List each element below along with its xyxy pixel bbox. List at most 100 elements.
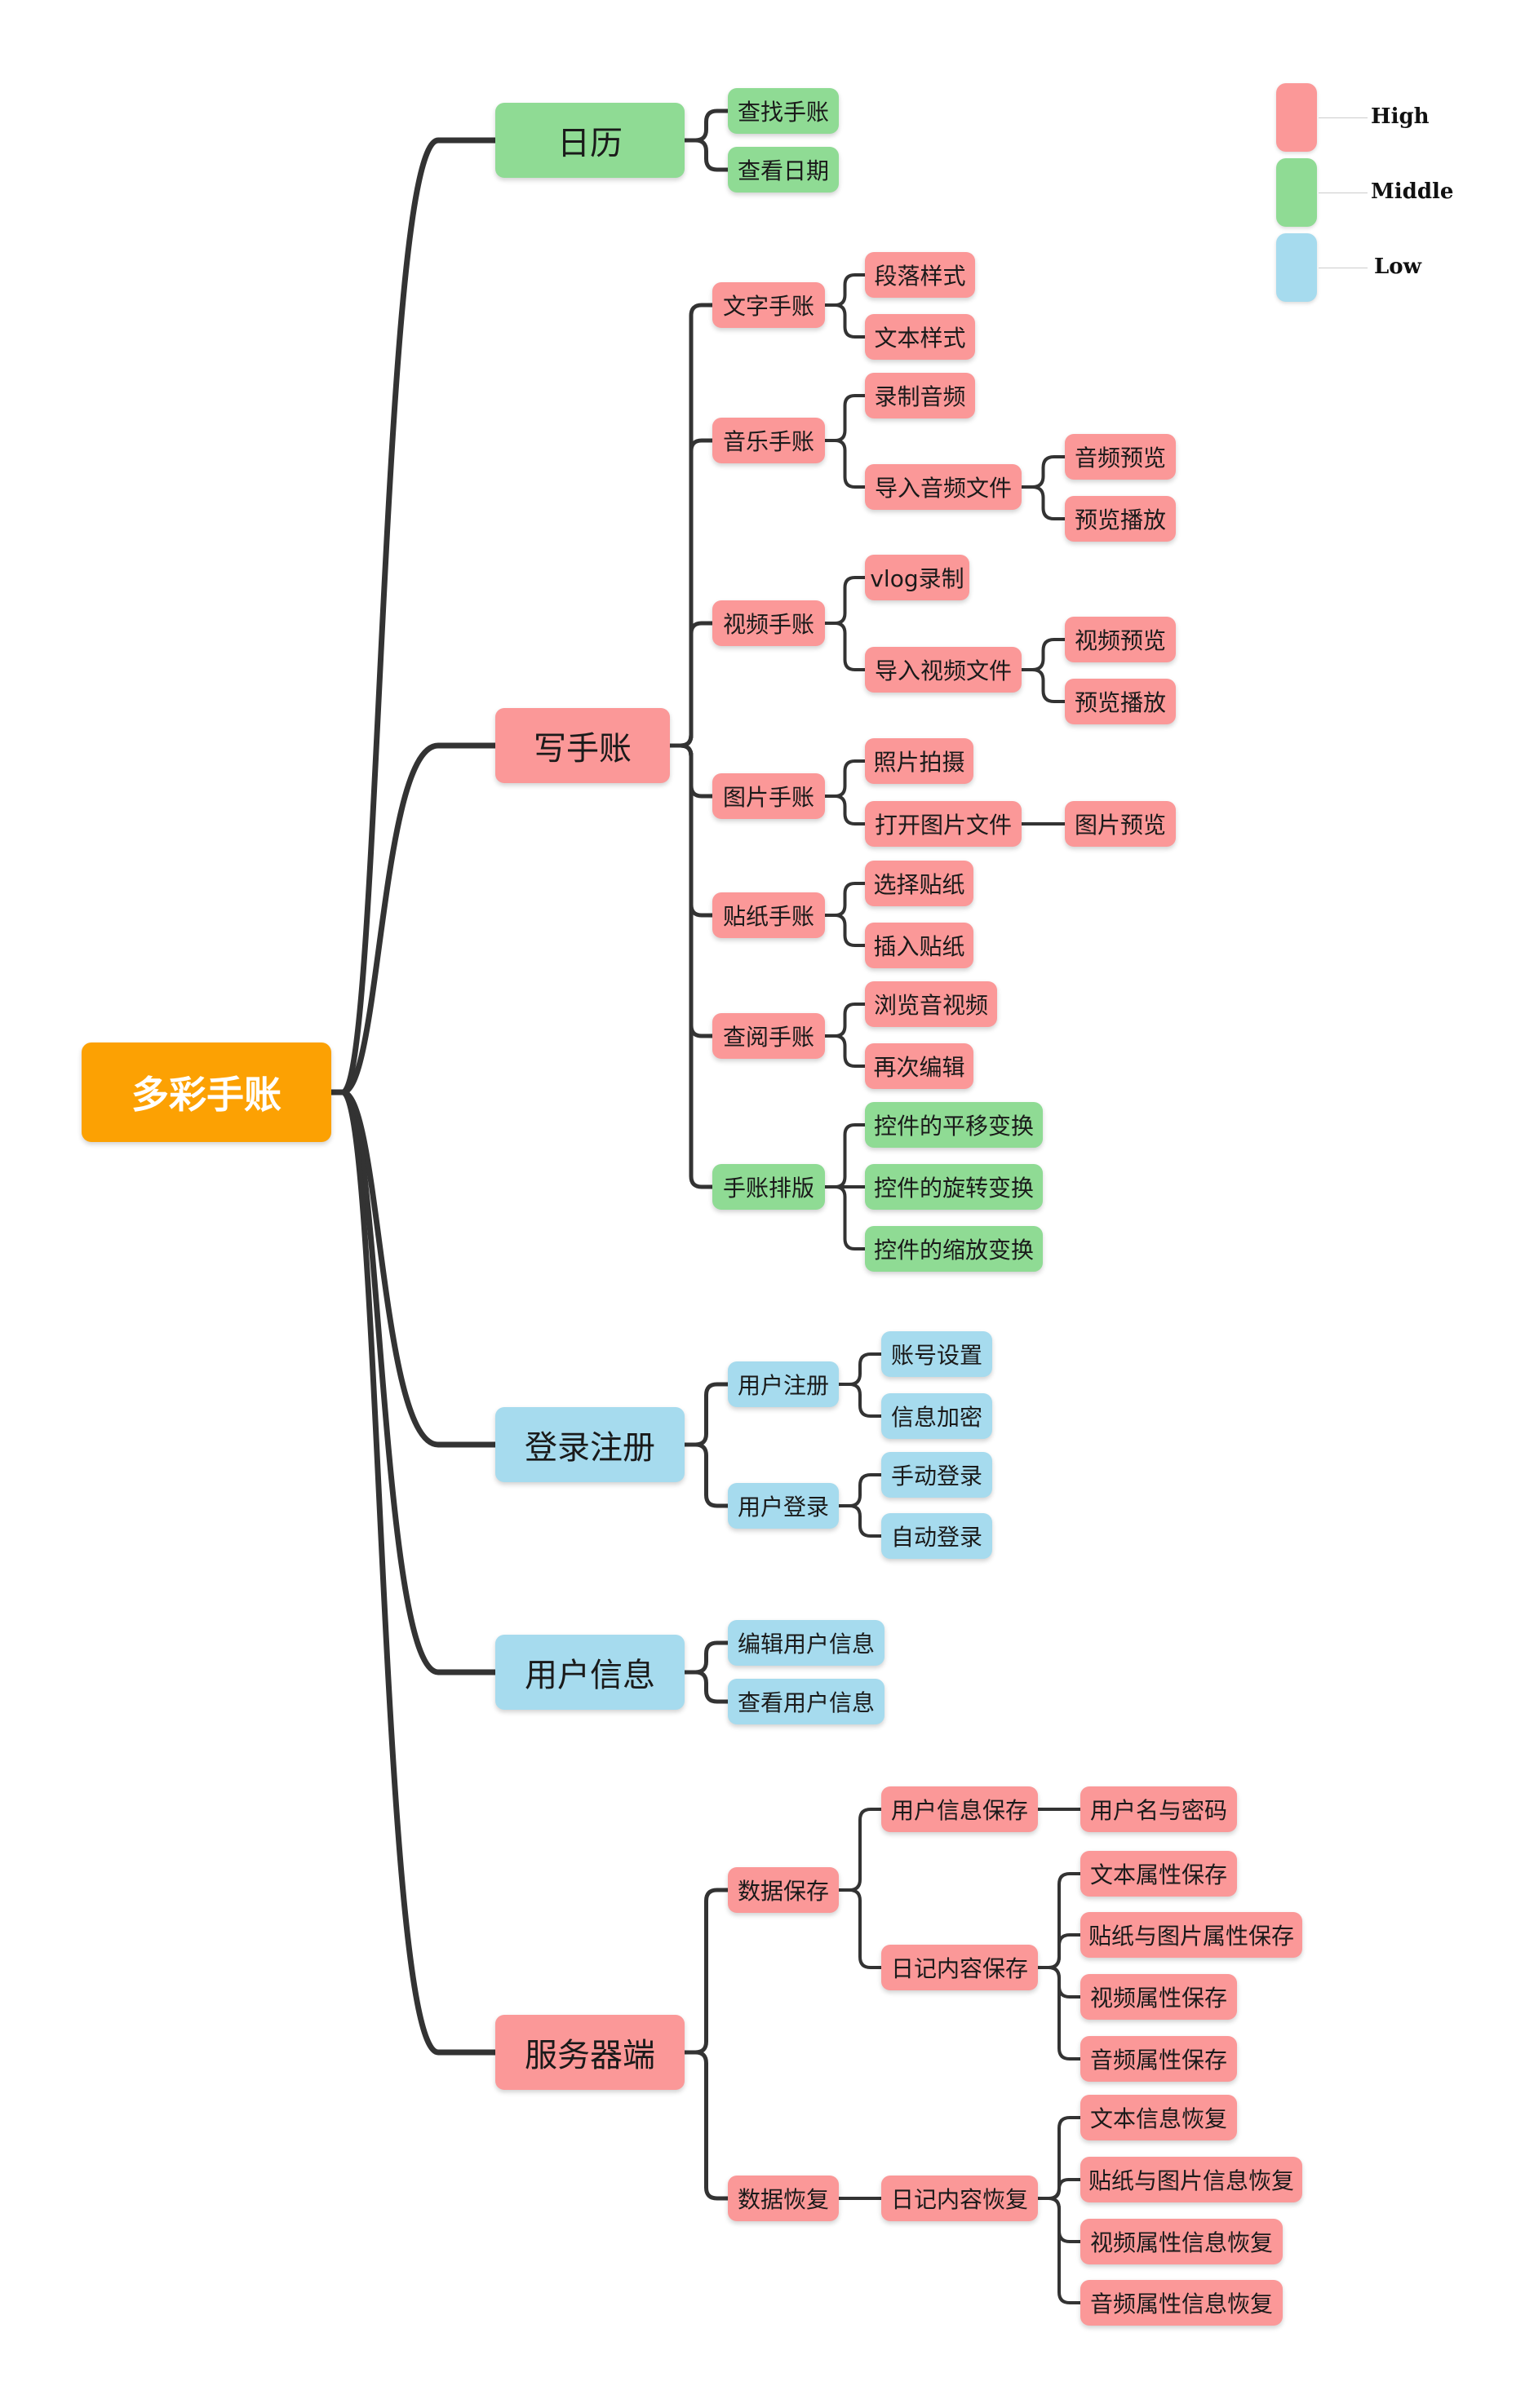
connector-line bbox=[823, 1034, 867, 1068]
mindmap-node-l4[interactable]: 预览播放 bbox=[1065, 496, 1176, 542]
connector-line bbox=[682, 2050, 730, 2201]
mindmap-node-l3[interactable]: 文本样式 bbox=[865, 314, 975, 360]
mindmap-node-l2[interactable]: 视频手账 bbox=[712, 600, 825, 646]
connector-line bbox=[1036, 1933, 1082, 1969]
connector-line bbox=[682, 108, 730, 143]
legend-swatch-middle bbox=[1276, 158, 1317, 227]
connector-line bbox=[1036, 1966, 1082, 2061]
connector-line bbox=[1036, 2197, 1082, 2304]
connector-line bbox=[837, 1352, 883, 1386]
mindmap-node-l4[interactable]: 音频属性信息恢复 bbox=[1080, 2280, 1283, 2326]
mindmap-node-l3[interactable]: 段落样式 bbox=[865, 252, 975, 298]
mindmap-node-l3[interactable]: 用户信息保存 bbox=[881, 1786, 1038, 1832]
mindmap-node-l2[interactable]: 贴纸手账 bbox=[712, 892, 825, 938]
mindmap-node-l3[interactable]: 控件的平移变换 bbox=[865, 1102, 1043, 1148]
mindmap-node-l3[interactable]: 再次编辑 bbox=[865, 1043, 973, 1089]
connector-line bbox=[328, 137, 499, 1096]
connector-line bbox=[1036, 2178, 1082, 2200]
mindmap-node-l4[interactable]: 音频属性保存 bbox=[1080, 2036, 1237, 2082]
mindmap-node-l2[interactable]: 查看日期 bbox=[728, 147, 839, 193]
mindmap-node-l3[interactable]: vlog录制 bbox=[865, 555, 969, 600]
mindmap-node-l3[interactable]: 导入音频文件 bbox=[865, 464, 1022, 510]
connector-line bbox=[1020, 638, 1066, 671]
mindmap-node-l2[interactable]: 用户登录 bbox=[728, 1483, 839, 1529]
mindmap-node-l4[interactable]: 文本信息恢复 bbox=[1080, 2095, 1237, 2140]
connector-line bbox=[823, 273, 867, 307]
mindmap-node-l2[interactable]: 数据保存 bbox=[728, 1867, 839, 1913]
mindmap-node-l4[interactable]: 用户名与密码 bbox=[1080, 1786, 1237, 1832]
connector-line bbox=[837, 1473, 883, 1507]
mindmap-node-l2[interactable]: 手账排版 bbox=[712, 1164, 825, 1210]
connector-line bbox=[823, 622, 867, 671]
connector-line bbox=[328, 1089, 499, 2056]
connector-line bbox=[682, 1442, 730, 1508]
legend-swatch-low bbox=[1276, 233, 1317, 302]
mindmap-node-l4[interactable]: 文本属性保存 bbox=[1080, 1851, 1237, 1897]
connector-line bbox=[837, 1504, 883, 1538]
mindmap-node-l4[interactable]: 视频预览 bbox=[1065, 617, 1176, 662]
connector-line bbox=[823, 1003, 867, 1038]
connector-line bbox=[682, 1888, 730, 2055]
mindmap-node-l3[interactable]: 日记内容保存 bbox=[881, 1945, 1038, 1990]
legend-label-high: High bbox=[1371, 104, 1430, 129]
connector-line bbox=[682, 1382, 730, 1447]
mindmap-node-l1[interactable]: 服务器端 bbox=[495, 2015, 685, 2090]
mindmap-node-l4[interactable]: 贴纸与图片属性保存 bbox=[1080, 1912, 1302, 1958]
connector-line bbox=[823, 882, 867, 917]
connector-line bbox=[328, 1089, 499, 1675]
root-node[interactable]: 多彩手账 bbox=[82, 1042, 331, 1142]
mindmap-node-l3[interactable]: 导入视频文件 bbox=[865, 647, 1022, 693]
mindmap-node-l4[interactable]: 贴纸与图片信息恢复 bbox=[1080, 2157, 1302, 2202]
connector-line bbox=[823, 759, 867, 798]
connector-line bbox=[823, 576, 867, 625]
legend-label-middle: Middle bbox=[1371, 179, 1454, 204]
mindmap-node-l4[interactable]: 视频属性信息恢复 bbox=[1080, 2219, 1283, 2264]
connector-line bbox=[328, 742, 499, 1096]
connector-line bbox=[682, 1670, 730, 1704]
mindmap-node-l3[interactable]: 控件的缩放变换 bbox=[865, 1226, 1043, 1272]
mindmap-node-l3[interactable]: 浏览音视频 bbox=[865, 981, 997, 1027]
mindmap-node-l3[interactable]: 控件的旋转变换 bbox=[865, 1164, 1043, 1210]
connector-line bbox=[837, 1808, 883, 1892]
mindmap-node-l4[interactable]: 预览播放 bbox=[1065, 679, 1176, 724]
connector-line bbox=[823, 1185, 867, 1250]
mindmap-node-l3[interactable]: 插入贴纸 bbox=[865, 923, 973, 968]
mindmap-node-l1[interactable]: 登录注册 bbox=[495, 1407, 685, 1482]
mindmap-node-l4[interactable]: 音频预览 bbox=[1065, 434, 1176, 480]
connector-line bbox=[823, 795, 867, 826]
mindmap-node-l2[interactable]: 编辑用户信息 bbox=[728, 1620, 884, 1666]
mindmap-node-l3[interactable]: 账号设置 bbox=[881, 1331, 992, 1377]
mindmap-node-l4[interactable]: 图片预览 bbox=[1065, 801, 1176, 847]
mindmap-node-l3[interactable]: 自动登录 bbox=[881, 1513, 992, 1559]
connector-line bbox=[1020, 668, 1066, 703]
mindmap-node-l1[interactable]: 日历 bbox=[495, 103, 685, 178]
mindmap-node-l2[interactable]: 用户注册 bbox=[728, 1361, 839, 1407]
mindmap-node-l2[interactable]: 数据恢复 bbox=[728, 2176, 839, 2221]
mindmap-node-l2[interactable]: 查找手账 bbox=[728, 88, 839, 134]
mindmap-node-l2[interactable]: 查看用户信息 bbox=[728, 1679, 884, 1724]
connector-line bbox=[823, 439, 867, 489]
connector-line bbox=[682, 1640, 730, 1675]
connector-line bbox=[837, 1888, 883, 1969]
connector-line bbox=[1020, 455, 1066, 489]
connector-line bbox=[682, 138, 730, 172]
legend-label-low: Low bbox=[1374, 255, 1422, 279]
mindmap-node-l2[interactable]: 查阅手账 bbox=[712, 1013, 825, 1059]
connector-line bbox=[837, 1383, 883, 1418]
mindmap-node-l3[interactable]: 打开图片文件 bbox=[865, 801, 1022, 847]
mindmap-node-l4[interactable]: 视频属性保存 bbox=[1080, 1974, 1237, 2020]
connector-line bbox=[823, 303, 867, 339]
mindmap-node-l2[interactable]: 文字手账 bbox=[712, 282, 825, 328]
mindmap-node-l1[interactable]: 用户信息 bbox=[495, 1635, 685, 1710]
mindmap-node-l2[interactable]: 音乐手账 bbox=[712, 418, 825, 463]
mindmap-node-l1[interactable]: 写手账 bbox=[495, 708, 670, 783]
mindmap-node-l3[interactable]: 选择贴纸 bbox=[865, 861, 973, 906]
mindmap-node-l3[interactable]: 手动登录 bbox=[881, 1452, 992, 1498]
mindmap-node-l3[interactable]: 录制音频 bbox=[865, 373, 975, 418]
mindmap-node-l3[interactable]: 照片拍摄 bbox=[865, 738, 973, 784]
mindmap-node-l3[interactable]: 信息加密 bbox=[881, 1393, 992, 1439]
mindmap-node-l3[interactable]: 日记内容恢复 bbox=[881, 2176, 1038, 2221]
mindmap-node-l2[interactable]: 图片手账 bbox=[712, 773, 825, 819]
